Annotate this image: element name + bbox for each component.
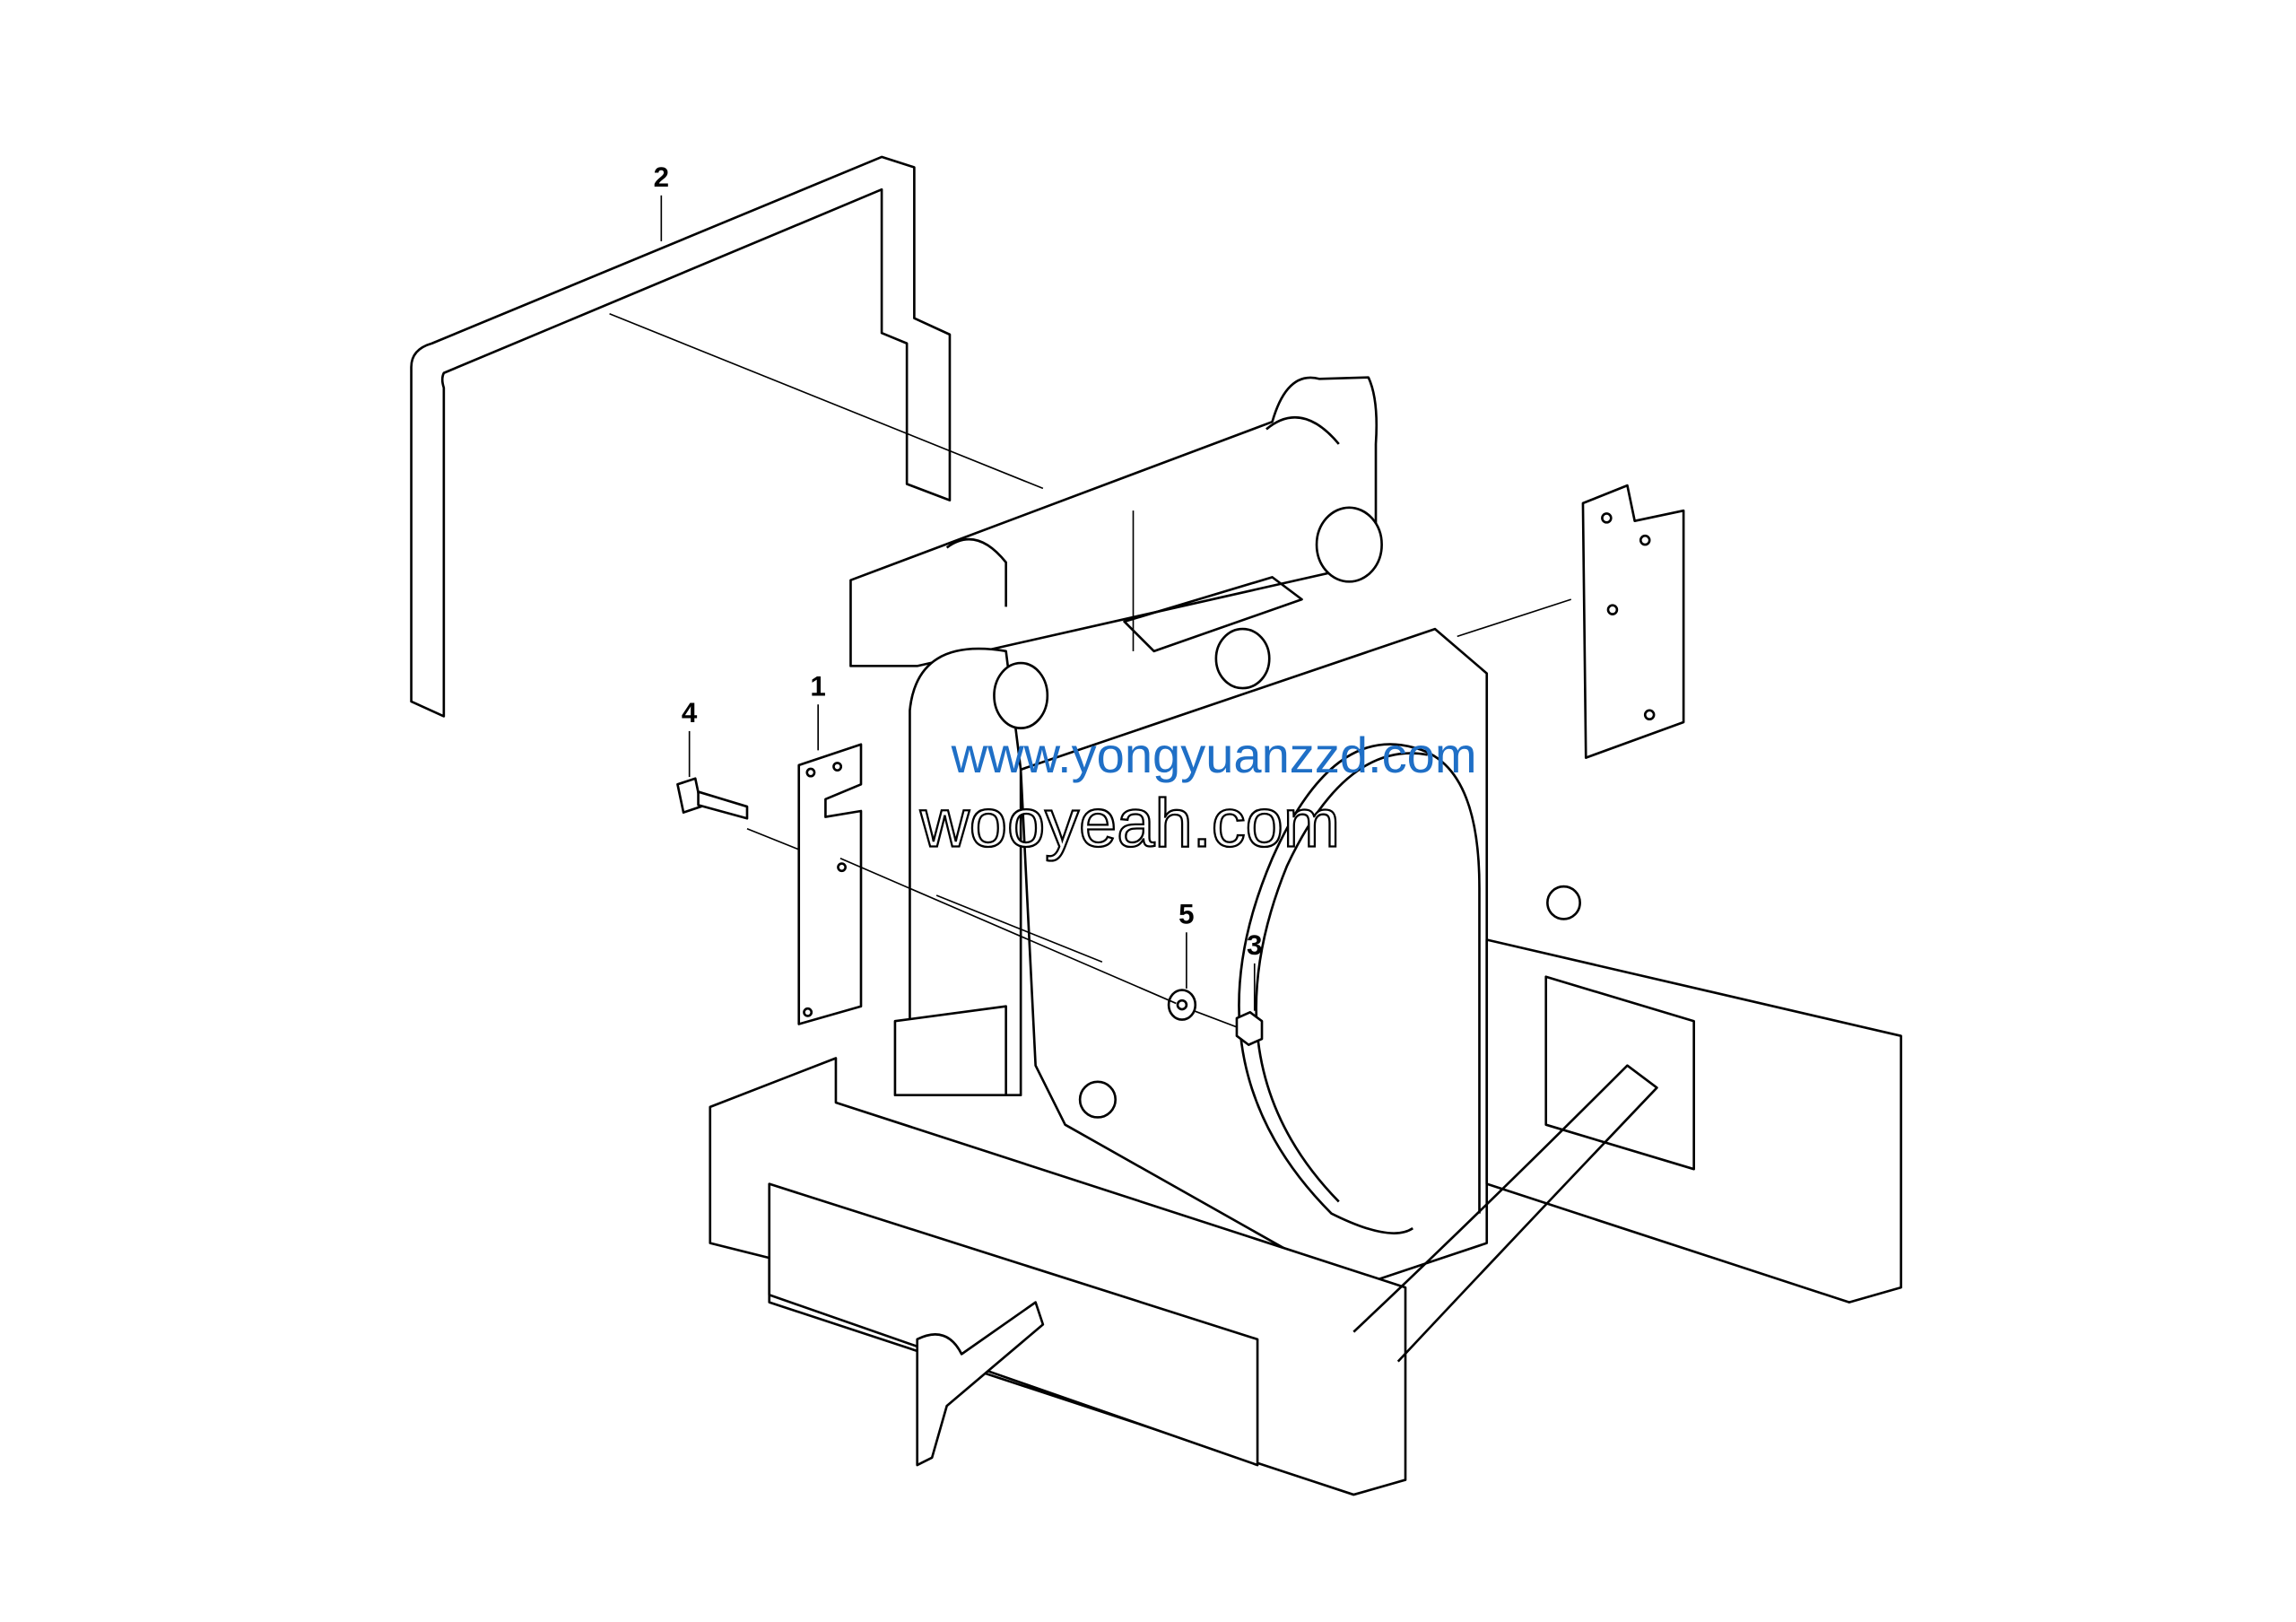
top-mounting-plate	[849, 376, 1378, 667]
part-2-shroud-strip	[410, 155, 952, 718]
part-3-nut	[1235, 1011, 1264, 1046]
callout-label: 1	[810, 670, 825, 702]
callout-label: 4	[682, 697, 698, 728]
part-1-bracket	[797, 743, 863, 1025]
side-bracket-plate	[1581, 484, 1685, 759]
callout-label: 5	[1178, 898, 1194, 929]
chassis-frame	[709, 885, 1902, 1496]
callout-3: 3	[1247, 929, 1262, 1011]
callout-label: 2	[654, 161, 669, 193]
part-5-washer	[1167, 989, 1197, 1021]
callout-1: 1	[810, 670, 826, 751]
part-4-bolt	[676, 777, 749, 820]
watermark-outline: wooyeah.com	[919, 786, 1340, 862]
radiator-assembly	[909, 506, 1489, 1289]
watermark-blue: www.yongyuanzzd.com	[951, 727, 1477, 783]
callout-label: 3	[1247, 929, 1262, 961]
assembly-axis-lines	[609, 313, 1572, 1028]
callout-4: 4	[682, 697, 698, 778]
callout-2: 2	[654, 161, 669, 241]
callout-5: 5	[1178, 898, 1195, 989]
